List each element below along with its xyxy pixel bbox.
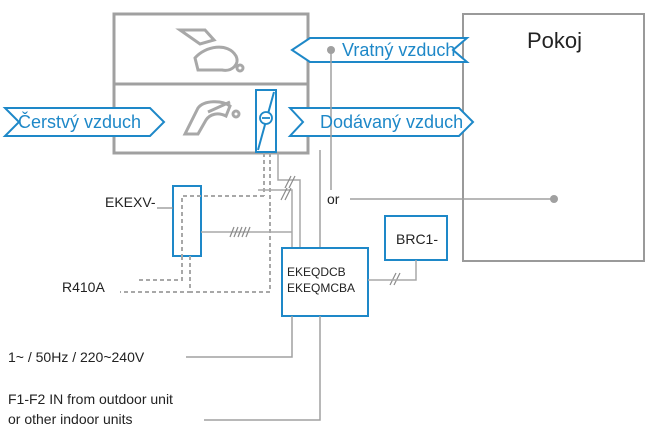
- exhaust-fan-icon: [175, 28, 245, 73]
- supply-fan-icon: [182, 100, 241, 136]
- communication-wire: [204, 316, 321, 421]
- room-box: [462, 13, 645, 262]
- supply-air-arrow: [287, 107, 475, 137]
- refrigerant-label: R410A: [62, 279, 105, 295]
- control-box: [281, 247, 369, 317]
- expansion-valve: [172, 185, 202, 257]
- communication-label-1: F1-F2 IN from outdoor unit: [8, 391, 173, 407]
- return-air-arrow: [290, 37, 470, 63]
- fresh-air-arrow: [2, 107, 166, 137]
- remote-controller-wire: [368, 260, 417, 281]
- expansion-valve-label: EKEXV-: [105, 194, 156, 210]
- communication-label-2: or other indoor units: [8, 411, 133, 427]
- signal-wiring: [201, 153, 301, 255]
- return-air-label: Vratný vzduch: [342, 40, 456, 60]
- supply-air-label: Dodávaný vzduch: [320, 112, 464, 132]
- return-air-sensor: [327, 46, 335, 190]
- refrigerant-piping: [120, 153, 271, 293]
- control-box-label-2: EKEQMCBA: [287, 281, 356, 295]
- wire-tick-marks: [229, 175, 401, 286]
- room-sensor: [350, 195, 558, 203]
- control-box-label-1: EKEQDCB: [287, 265, 346, 279]
- power-wire: [186, 316, 293, 358]
- remote-controller-label: BRC1-: [396, 231, 439, 247]
- power-supply-label: 1~ / 50Hz / 220~240V: [8, 349, 145, 365]
- coil-icon: [255, 89, 277, 153]
- or-label: or: [323, 192, 344, 206]
- fresh-air-label: Čerstvý vzduch: [18, 112, 142, 132]
- room-label: Pokoj: [527, 28, 583, 53]
